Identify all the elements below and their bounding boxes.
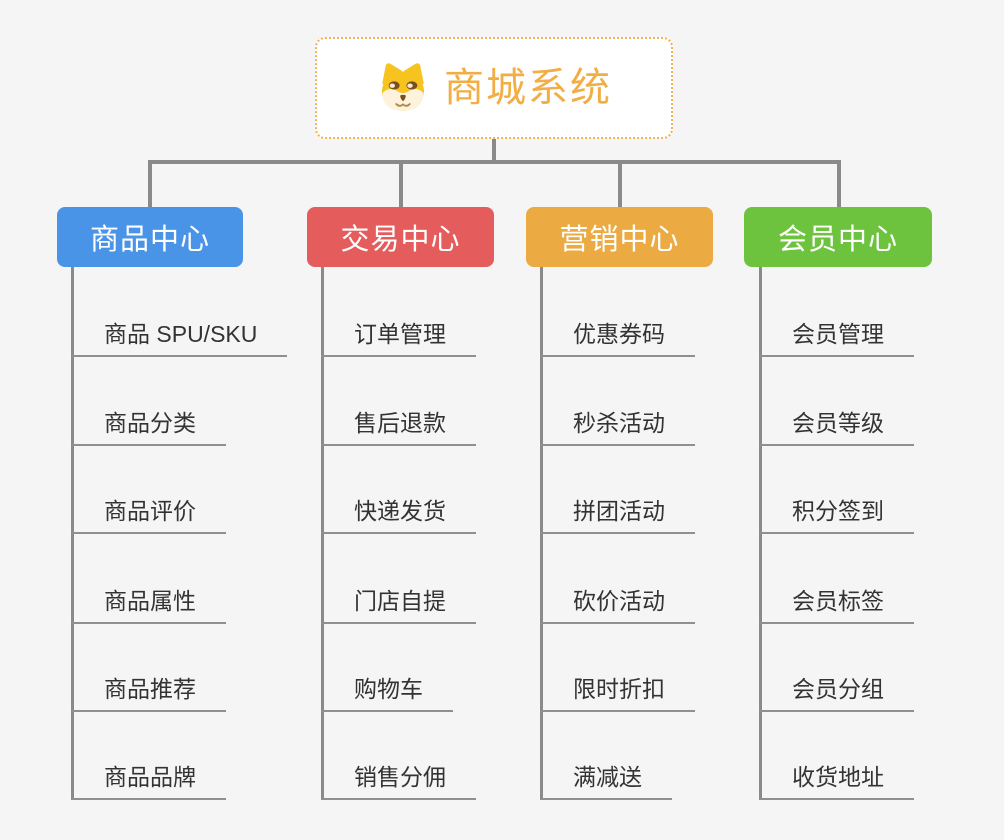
branch-node-trade-center[interactable]: 交易中心	[307, 207, 494, 267]
branch-node-member-center[interactable]: 会员中心	[744, 207, 932, 267]
leaf-node[interactable]: 门店自提	[321, 587, 476, 624]
leaf-node[interactable]: 会员分组	[759, 675, 914, 712]
connector-branch-stub	[618, 160, 622, 208]
leaf-node[interactable]: 秒杀活动	[540, 409, 695, 446]
leaf-node[interactable]: 商品属性	[71, 587, 226, 624]
leaf-node[interactable]: 限时折扣	[540, 675, 695, 712]
connector-root-stub	[492, 139, 496, 163]
root-node[interactable]: 商城系统	[315, 37, 673, 139]
connector-branch-stub	[148, 160, 152, 208]
branch-label: 营销中心	[559, 224, 680, 256]
branch-label: 商品中心	[89, 224, 210, 256]
connector-bus	[148, 160, 840, 164]
leaf-node[interactable]: 商品推荐	[71, 675, 226, 712]
leaf-node[interactable]: 商品分类	[71, 409, 226, 446]
leaf-node[interactable]: 购物车	[321, 675, 453, 712]
leaf-node[interactable]: 满减送	[540, 763, 672, 800]
branch-node-product-center[interactable]: 商品中心	[57, 207, 243, 267]
leaf-node[interactable]: 订单管理	[321, 320, 476, 357]
leaf-node[interactable]: 积分签到	[759, 497, 914, 534]
leaf-node[interactable]: 快递发货	[321, 497, 476, 534]
connector-branch-stub	[399, 160, 403, 208]
leaf-node[interactable]: 收货地址	[759, 763, 914, 800]
leaf-node[interactable]: 会员等级	[759, 409, 914, 446]
branch-label: 交易中心	[340, 224, 461, 256]
leaf-node[interactable]: 售后退款	[321, 409, 476, 446]
dog-face-icon	[376, 61, 430, 115]
leaf-node[interactable]: 拼团活动	[540, 497, 695, 534]
leaf-node[interactable]: 商品 SPU/SKU	[71, 320, 288, 357]
leaf-node[interactable]: 优惠券码	[540, 320, 695, 357]
connector-branch-stub	[837, 160, 841, 208]
leaf-node[interactable]: 砍价活动	[540, 587, 695, 624]
branch-label: 会员中心	[777, 224, 898, 256]
branch-node-marketing-center[interactable]: 营销中心	[526, 207, 713, 267]
leaf-node[interactable]: 会员标签	[759, 587, 914, 624]
leaf-node[interactable]: 销售分佣	[321, 763, 476, 800]
leaf-node[interactable]: 会员管理	[759, 320, 914, 357]
leaf-node[interactable]: 商品品牌	[71, 763, 226, 800]
leaf-node[interactable]: 商品评价	[71, 497, 226, 534]
root-title: 商城系统	[444, 66, 612, 110]
